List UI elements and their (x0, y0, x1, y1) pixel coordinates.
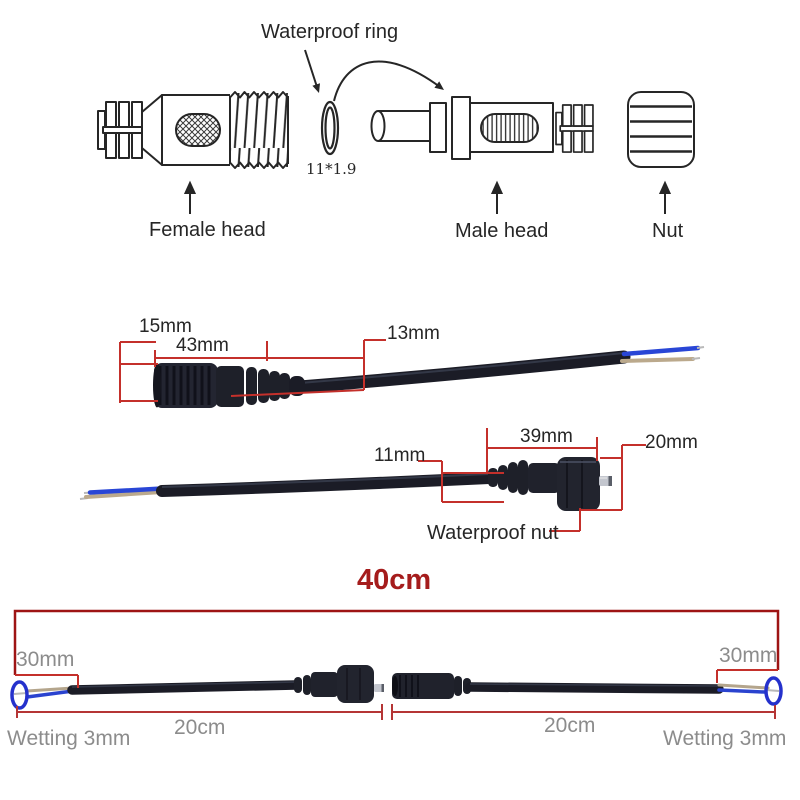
right-strip-dim: 30mm (719, 644, 778, 667)
total-length-bracket (13, 609, 780, 675)
ring-size-label: 11*1.9 (306, 160, 357, 178)
total-length-label: 40cm (357, 564, 432, 596)
nut-label: Nut (652, 220, 684, 242)
strip-length-brackets (15, 669, 778, 688)
male-pigtail-dimension-lines (418, 428, 646, 532)
left-segment-dim: 20cm (174, 716, 226, 739)
segment-ruler-lines (16, 704, 776, 720)
assembled-cable-photo (13, 665, 780, 703)
right-segment-dim: 20cm (544, 714, 596, 737)
nut-diameter-dim: 20mm (645, 432, 698, 453)
ring-pointer-arrows (304, 49, 444, 102)
female-diameter-dim: 15mm (139, 316, 192, 337)
female-pigtail-photo (153, 345, 705, 408)
left-wetting-label: Wetting 3mm (7, 727, 131, 750)
male-pigtail-photo (79, 457, 612, 511)
female-length-dim: 43mm (176, 335, 229, 356)
nut-drawing (627, 91, 695, 168)
male-head-drawing (370, 96, 594, 160)
female-head-drawing (97, 91, 289, 169)
male-cable-diameter-dim: 11mm (374, 445, 426, 466)
part-label-arrows (183, 180, 672, 214)
waterproof-ring-drawing (320, 100, 340, 156)
waterproof-nut-label: Waterproof nut (427, 522, 559, 544)
female-head-label: Female head (149, 219, 266, 241)
female-pigtail-dimension-lines (119, 339, 386, 403)
left-strip-dim: 30mm (16, 648, 75, 671)
female-cable-diameter-dim: 13mm (387, 323, 440, 344)
waterproof-ring-label: Waterproof ring (261, 21, 399, 43)
right-wetting-label: Wetting 3mm (663, 727, 787, 750)
male-head-label: Male head (455, 220, 549, 242)
wire-end-markers (10, 676, 783, 710)
male-length-dim: 39mm (520, 426, 573, 447)
